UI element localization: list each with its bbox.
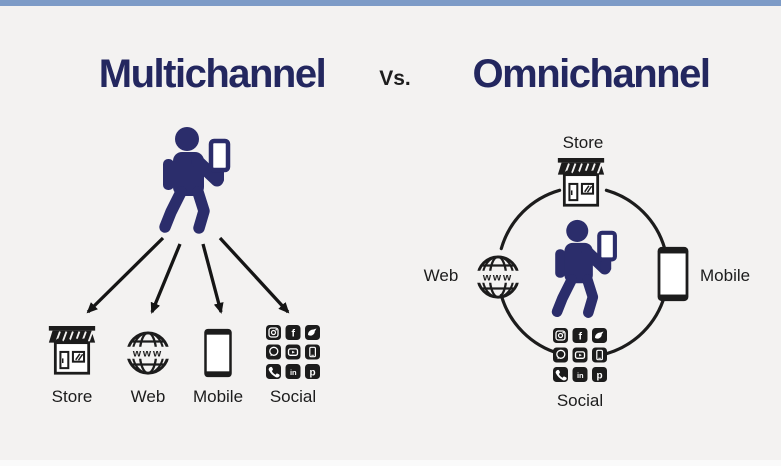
vs-separator: Vs.: [379, 67, 411, 90]
multichannel-person-icon: [140, 126, 240, 236]
multichannel-store-label: Store: [51, 387, 93, 406]
storefront-icon: [555, 158, 607, 208]
multichannel-web-label: Web: [130, 387, 166, 406]
omnichannel-web-label: Web: [423, 266, 459, 285]
globe-www-icon: [125, 330, 171, 376]
globe-www-icon: [475, 254, 521, 300]
smartphone-icon: [656, 246, 690, 302]
arrow-to-store: [86, 236, 165, 314]
social-apps-grid-icon: [266, 324, 320, 380]
social-apps-grid-icon: [553, 327, 607, 383]
storefront-icon: [46, 326, 98, 376]
arrow-to-social: [218, 236, 290, 314]
omnichannel-circle: [499, 188, 667, 356]
omnichannel-store-label: Store: [562, 133, 604, 152]
omnichannel-person-icon: [534, 219, 626, 320]
omnichannel-mobile-label: Mobile: [700, 266, 751, 285]
multichannel-mobile-label: Mobile: [192, 387, 244, 406]
arc-web-store: [499, 188, 562, 251]
multichannel-title: Multichannel: [98, 52, 327, 96]
omnichannel-social-label: Social: [556, 391, 604, 410]
multichannel-social-label: Social: [269, 387, 317, 406]
arc-mobile-social: [604, 293, 667, 356]
arrow-to-mobile: [201, 243, 224, 314]
bottom-strip: [0, 460, 781, 466]
arc-store-mobile: [604, 188, 667, 251]
arc-social-web: [499, 293, 562, 356]
arrow-to-web: [150, 243, 182, 314]
top-accent-bar: [0, 0, 781, 6]
smartphone-icon: [203, 327, 233, 379]
omnichannel-title: Omnichannel: [472, 52, 711, 96]
multichannel-arrows: [86, 236, 290, 314]
